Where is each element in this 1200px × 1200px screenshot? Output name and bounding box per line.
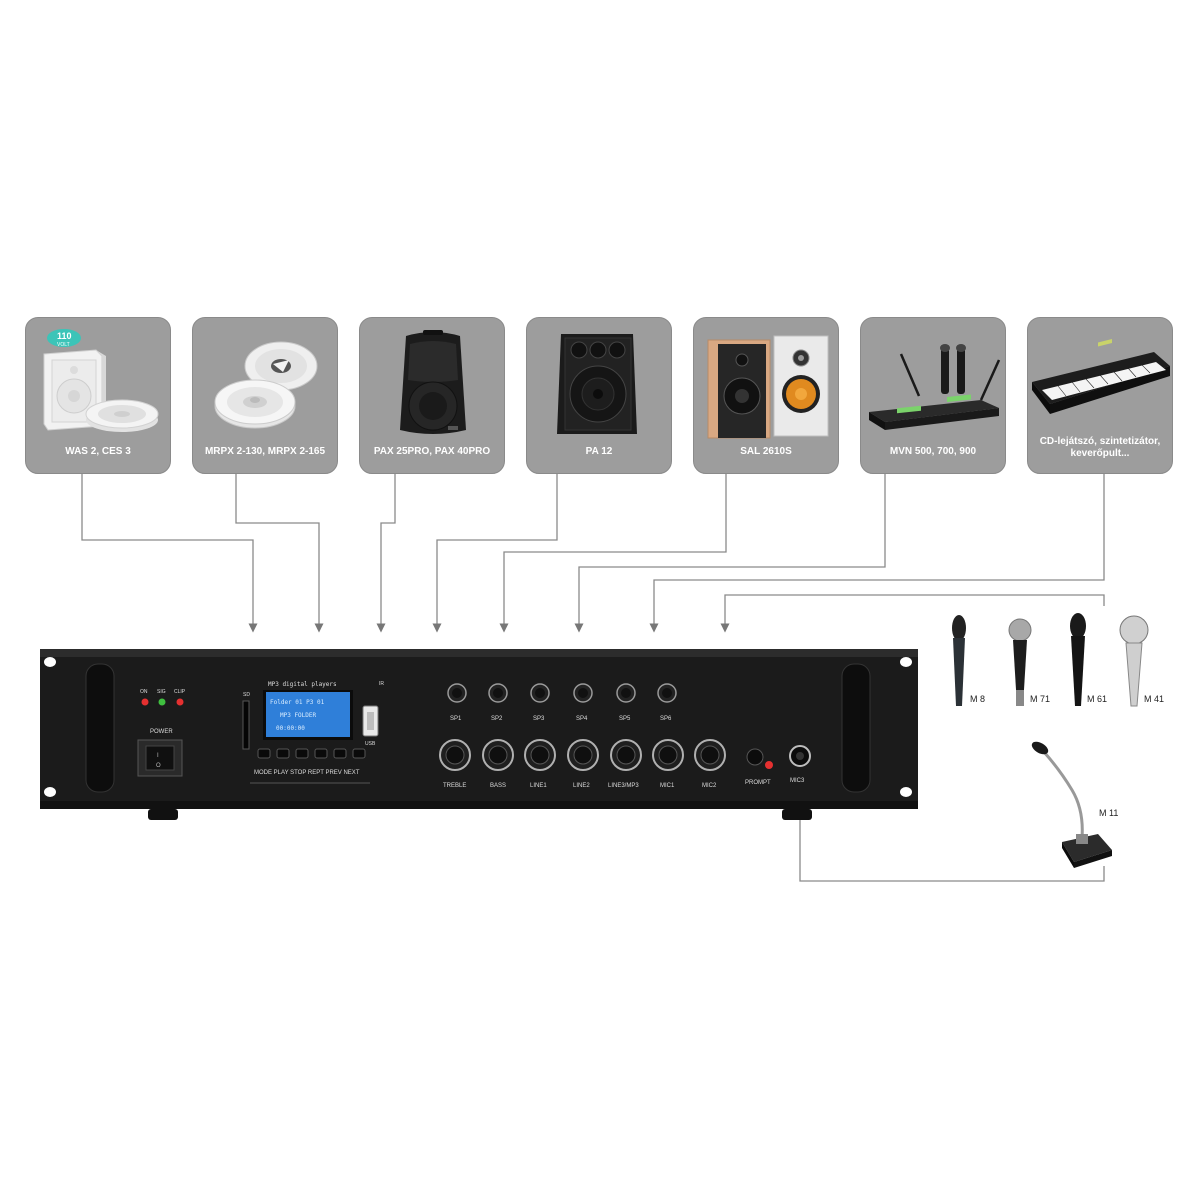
device-card-line-sources[interactable]: CD-lejátszó, szintetizátor, keverőpult..…	[1027, 317, 1173, 474]
device-card-bookshelf-speaker[interactable]: SAL 2610S	[693, 317, 839, 474]
line-card3	[376, 474, 396, 633]
mic-label-m11: M 11	[1099, 808, 1119, 818]
device-label: MRPX 2-130, MRPX 2-165	[204, 446, 326, 457]
badge-110-text: 110	[57, 331, 72, 341]
device-card-wireless-mic[interactable]: MVN 500, 700, 900	[860, 317, 1006, 474]
device-card-ceiling-speaker[interactable]: 110 VOLT WAS 2, CES 3	[25, 317, 171, 474]
mic-label-m71: M 71	[1030, 694, 1051, 704]
device-card-marine-speaker[interactable]: MRPX 2-130, MRPX 2-165	[192, 317, 338, 474]
bookshelf-speaker-icon	[707, 335, 829, 439]
wireless-receiver-icon	[869, 344, 1001, 430]
device-label: PAX 25PRO, PAX 40PRO	[373, 446, 491, 457]
mic-label-m8: M 8	[970, 694, 986, 704]
mic-label-m61: M 61	[1087, 694, 1108, 704]
line-card2	[235, 474, 324, 633]
line-card6	[574, 474, 886, 633]
device-card-box-speaker[interactable]: PA 12	[526, 317, 672, 474]
badge-volt-text: VOLT	[57, 342, 70, 348]
device-label: PA 12	[585, 446, 613, 457]
line-mics	[720, 594, 1105, 633]
device-label: WAS 2, CES 3	[65, 446, 131, 457]
device-label-line1: CD-lejátszó, szintetizátor,	[1039, 436, 1161, 447]
device-label-line2: keverőpult...	[1070, 448, 1130, 459]
cabinet-speaker-icon	[557, 334, 637, 434]
keyboard-icon	[1032, 339, 1170, 414]
device-card-active-speaker[interactable]: PAX 25PRO, PAX 40PRO	[359, 317, 505, 474]
line-card7	[649, 474, 1105, 633]
line-card4	[432, 474, 558, 633]
line-card5	[499, 474, 727, 633]
wall-speaker-icon: 110 VOLT	[43, 329, 159, 432]
line-gooseneck	[795, 808, 1105, 882]
device-label: SAL 2610S	[740, 446, 792, 457]
marine-speaker-icon	[214, 341, 318, 429]
line-card1	[81, 474, 258, 633]
device-label: CD-lejátszó, szintetizátor, keverőpult..…	[1032, 436, 1168, 460]
device-label: MVN 500, 700, 900	[889, 446, 977, 457]
mic-label-m41: M 41	[1144, 694, 1165, 704]
pa-speaker-icon	[400, 330, 466, 434]
